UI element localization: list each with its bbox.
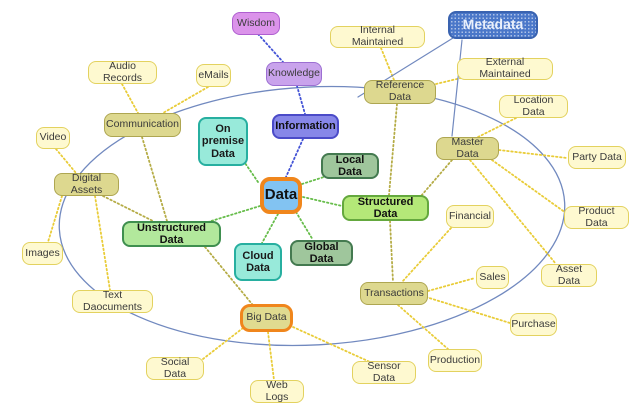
node-knowledge[interactable]: Knowledge — [266, 62, 322, 86]
edge-information-data — [285, 138, 304, 178]
edge-big-data-social-data — [202, 327, 244, 360]
edge-master-data-product-data — [491, 159, 567, 214]
node-communication[interactable]: Communication — [104, 113, 181, 137]
node-external-maintained[interactable]: External Maintained — [457, 56, 553, 80]
node-transactions[interactable]: Transactions — [360, 282, 428, 305]
edge-structured-data-transactions — [389, 220, 394, 283]
edge-video-digital-assets — [55, 148, 77, 174]
node-reference-data[interactable]: Reference Data — [364, 79, 436, 104]
edge-digital-assets-images — [47, 195, 63, 243]
edge-master-data-location-data — [477, 117, 517, 138]
node-wisdom[interactable]: Wisdom — [232, 12, 280, 35]
node-emails[interactable]: eMails — [196, 64, 231, 87]
node-data[interactable]: Data — [260, 177, 302, 214]
node-digital-assets[interactable]: Digital Assets — [54, 172, 119, 196]
edge-unstructured-data-big-data — [204, 246, 253, 305]
node-text-daocuments[interactable]: Text Daocuments — [72, 289, 153, 313]
node-structured-data[interactable]: Structured Data — [342, 195, 429, 221]
node-cloud-data[interactable]: Cloud Data — [234, 243, 282, 281]
node-metadata[interactable]: Metadata — [448, 11, 538, 39]
edge-data-on-premise-data — [244, 162, 259, 183]
node-master-data[interactable]: Master Data — [436, 136, 499, 160]
edge-metadata-master-data — [451, 39, 463, 137]
node-social-data[interactable]: Social Data — [146, 356, 204, 380]
node-on-premise-data[interactable]: On premise Data — [198, 117, 248, 166]
edge-data-structured-data — [302, 196, 343, 207]
edge-transactions-purchase — [425, 296, 511, 324]
node-information[interactable]: Information — [272, 114, 339, 139]
node-sales[interactable]: Sales — [476, 266, 509, 289]
edge-big-data-web-logs — [267, 331, 275, 381]
node-big-data[interactable]: Big Data — [240, 304, 293, 332]
node-financial[interactable]: Financial — [446, 205, 494, 228]
edge-audio-records-communication — [121, 83, 139, 114]
node-web-logs[interactable]: Web Logs — [250, 379, 304, 403]
edge-data-unstructured-data — [207, 205, 261, 223]
node-purchase[interactable]: Purchase — [510, 313, 557, 336]
edge-reference-data-structured-data — [388, 103, 398, 196]
node-product-data[interactable]: Product Data — [564, 205, 629, 229]
edge-digital-assets-text-daocuments — [94, 195, 111, 291]
edge-master-data-structured-data — [420, 159, 453, 197]
edge-financial-transactions — [401, 227, 452, 283]
edge-master-data-party-data — [498, 149, 568, 159]
edge-transactions-sales — [427, 277, 476, 292]
node-sensor-data[interactable]: Sensor Data — [352, 360, 416, 384]
node-video[interactable]: Video — [36, 127, 70, 149]
node-production[interactable]: Production — [428, 349, 482, 372]
edge-communication-unstructured-data — [141, 136, 168, 222]
edge-data-cloud-data — [261, 213, 279, 244]
edge-knowledge-information — [296, 85, 306, 115]
node-global-data[interactable]: Global Data — [290, 240, 353, 266]
node-asset-data[interactable]: Asset Data — [541, 263, 597, 287]
boundary-ellipse — [58, 85, 566, 347]
node-images[interactable]: Images — [22, 242, 63, 265]
edge-internal-maintained-reference-data — [380, 47, 395, 81]
edge-emails-communication — [162, 86, 209, 114]
edge-data-global-data — [295, 211, 314, 241]
node-audio-records[interactable]: Audio Records — [88, 60, 157, 84]
node-unstructured-data[interactable]: Unstructured Data — [122, 221, 221, 247]
edge-digital-assets-unstructured-data — [102, 195, 154, 222]
node-location-data[interactable]: Location Data — [499, 94, 568, 118]
edge-wisdom-knowledge — [257, 33, 284, 63]
node-local-data[interactable]: Local Data — [321, 153, 379, 179]
edge-transactions-production — [397, 304, 449, 350]
node-internal-maintained[interactable]: Internal Maintained — [330, 24, 425, 48]
edge-data-local-data — [301, 176, 325, 185]
node-party-data[interactable]: Party Data — [568, 146, 626, 169]
edge-master-data-asset-data — [469, 159, 557, 265]
edge-big-data-sensor-data — [292, 326, 371, 363]
